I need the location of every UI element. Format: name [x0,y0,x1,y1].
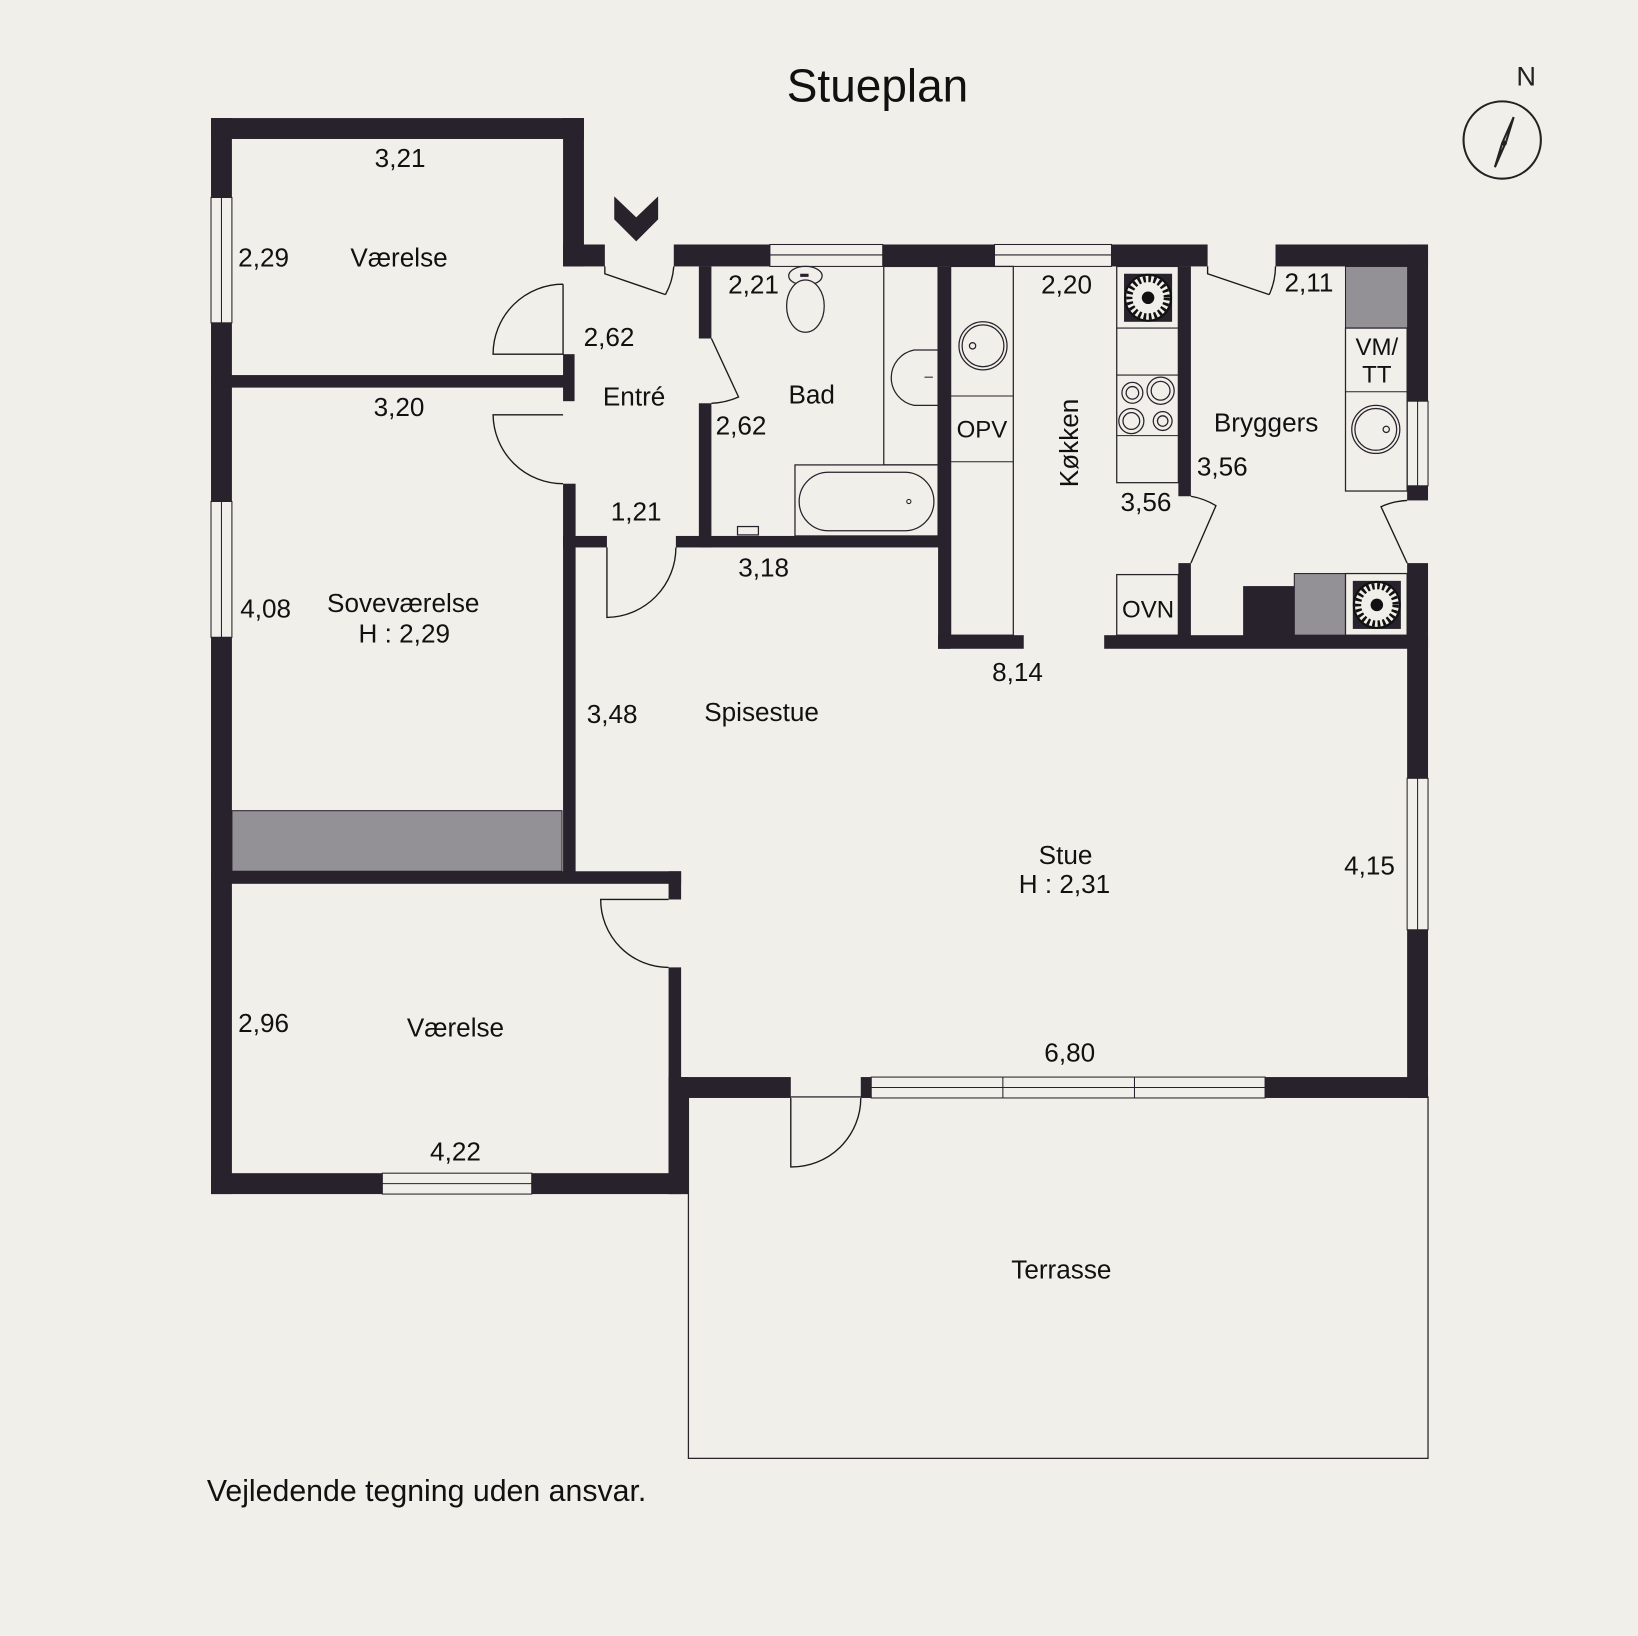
kokken-depth: 3,56 [1121,487,1172,517]
windows [210,196,1429,1195]
vaerelse-bottom-depth: 2,96 [238,1008,289,1038]
vaerelse-top-depth: 2,29 [238,242,289,272]
spisestue-depth: 3,48 [587,699,638,729]
entre-name: Entré [603,381,665,411]
disclaimer-text: Vejledende tegning uden ansvar. [207,1475,646,1508]
sovevaerelse-height: H : 2,29 [359,619,450,649]
utility-fixtures: VM/ TT [1344,327,1408,636]
bryggers-depth: 3,56 [1197,451,1248,481]
walls [211,118,1429,1195]
entre-dim-b: 1,21 [611,496,662,526]
bathroom-fixtures [736,265,939,537]
ventilation-fan-icon [1124,273,1173,322]
stue-name: Stue [1039,840,1093,870]
bad-bottom: 3,18 [738,553,789,583]
north-label: N [1516,61,1536,92]
bathtub-icon [798,471,935,532]
terrasse-name: Terrasse [1011,1255,1111,1285]
vm-label: VM/ [1355,334,1398,361]
kokken-name: Køkken [1054,399,1084,488]
entrance-arrow-icon [614,196,659,242]
bad-width: 2,21 [728,270,779,300]
spisestue-name: Spisestue [704,697,819,727]
stove-hob-icon [1118,376,1175,435]
bryggers-width: 2,11 [1284,268,1333,298]
sink-icon [890,349,939,406]
vaerelse-top-width: 3,21 [375,143,426,173]
bad-depth: 2,62 [716,411,767,441]
faucet-icon [736,525,760,536]
sovevaerelse-depth: 4,08 [240,593,291,623]
sovevaerelse-width: 3,20 [374,392,425,422]
vaerelse-top-name: Værelse [350,242,447,272]
toilet-icon [785,265,825,333]
north-compass-icon: N [1462,61,1542,180]
stue-depth: 4,15 [1344,850,1395,880]
sovevaerelse-name: Soveværelse [327,588,479,618]
ventilation-fan-icon [1352,580,1401,629]
stue-width-top: 8,14 [992,657,1043,687]
closet-bryggers [1344,265,1409,329]
kokken-width: 2,20 [1041,270,1092,300]
entre-dim-a: 2,62 [584,322,635,352]
tt-label: TT [1362,361,1392,388]
opv-label: OPV [957,417,1008,444]
stue-width-bottom: 6,80 [1044,1037,1095,1067]
room-labels: 3,21 2,29 Værelse 2,62 Entré 1,21 2,21 B… [238,143,1395,1284]
page-title: Stueplan [787,59,968,111]
stue-height: H : 2,31 [1019,869,1110,899]
utility-sink-icon [1351,404,1401,455]
bad-name: Bad [788,379,834,409]
vaerelse-bottom-width: 4,22 [430,1137,481,1167]
vaerelse-bottom-name: Værelse [407,1012,504,1042]
kitchen-fixtures: OPV OVN [949,265,1179,636]
kitchen-sink-icon [958,321,1008,371]
ovn-label: OVN [1122,596,1174,623]
bryggers-name: Bryggers [1214,407,1318,437]
doors [492,266,1408,1168]
closet-sovevaerelse [231,810,563,872]
cabinet-bryggers [1293,573,1347,636]
